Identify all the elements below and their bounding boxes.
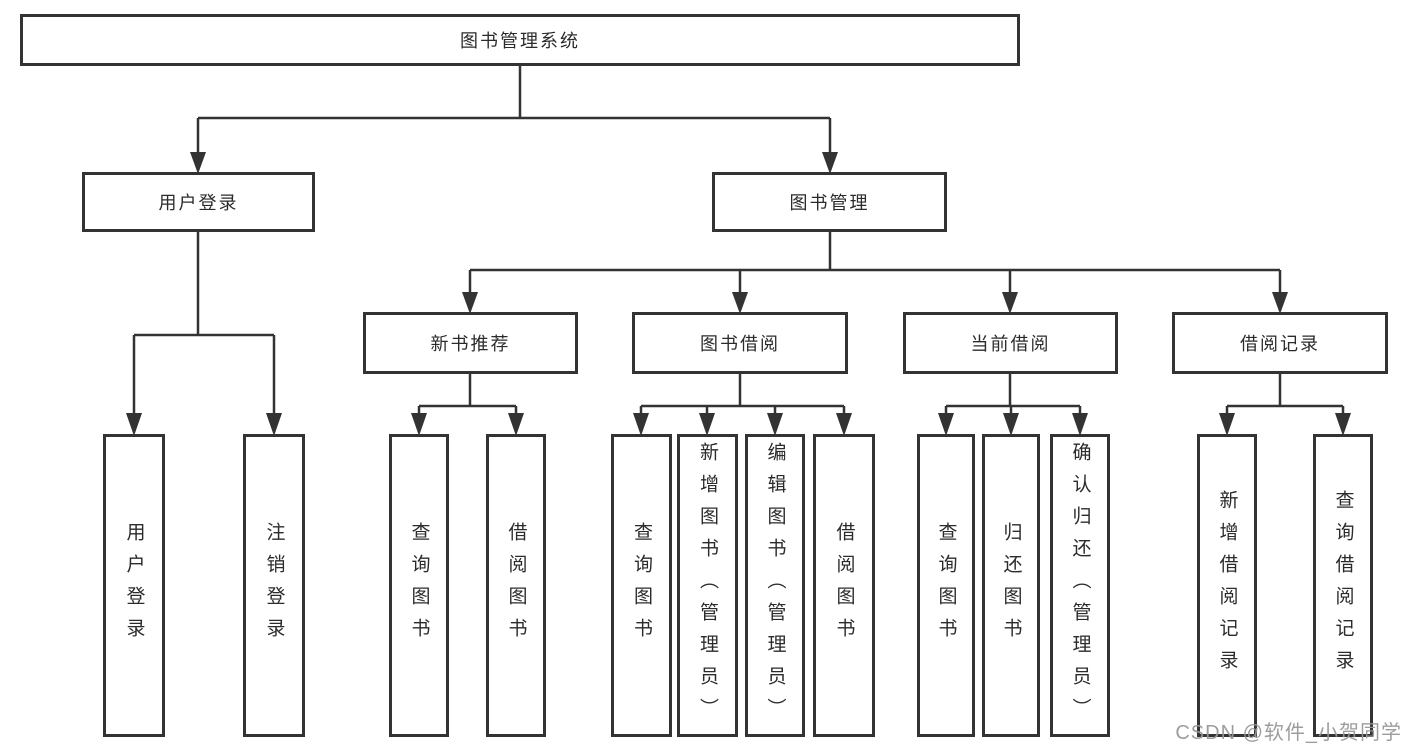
leaf-add-borrow-record: 新增借阅记录 [1197,434,1257,737]
node-new-book-recommendation: 新书推荐 [363,312,578,374]
leaf-query-books-borrowing: 查询图书 [611,434,672,737]
leaf-query-books-current: 查询图书 [917,434,975,737]
leaf-logout: 注销登录 [243,434,305,737]
node-borrowing-records: 借阅记录 [1172,312,1388,374]
leaf-add-books-admin: 新增图书（管理员） [677,434,738,737]
node-book-borrowing: 图书借阅 [632,312,848,374]
node-user-login: 用户登录 [82,172,315,232]
node-current-borrowing: 当前借阅 [903,312,1118,374]
leaf-borrow-books-recommend: 借阅图书 [486,434,546,737]
node-library-management-system: 图书管理系统 [20,14,1020,66]
leaf-borrow-books-borrowing: 借阅图书 [813,434,875,737]
leaf-confirm-return-admin: 确认归还（管理员） [1050,434,1110,737]
leaf-query-borrow-record: 查询借阅记录 [1313,434,1373,737]
leaf-user-login: 用户登录 [103,434,165,737]
node-book-management: 图书管理 [712,172,947,232]
leaf-return-books: 归还图书 [982,434,1040,737]
leaf-query-books-recommend: 查询图书 [389,434,449,737]
csdn-watermark: CSDN @软件_小贺同学 [1175,722,1402,744]
leaf-edit-books-admin: 编辑图书（管理员） [745,434,805,737]
